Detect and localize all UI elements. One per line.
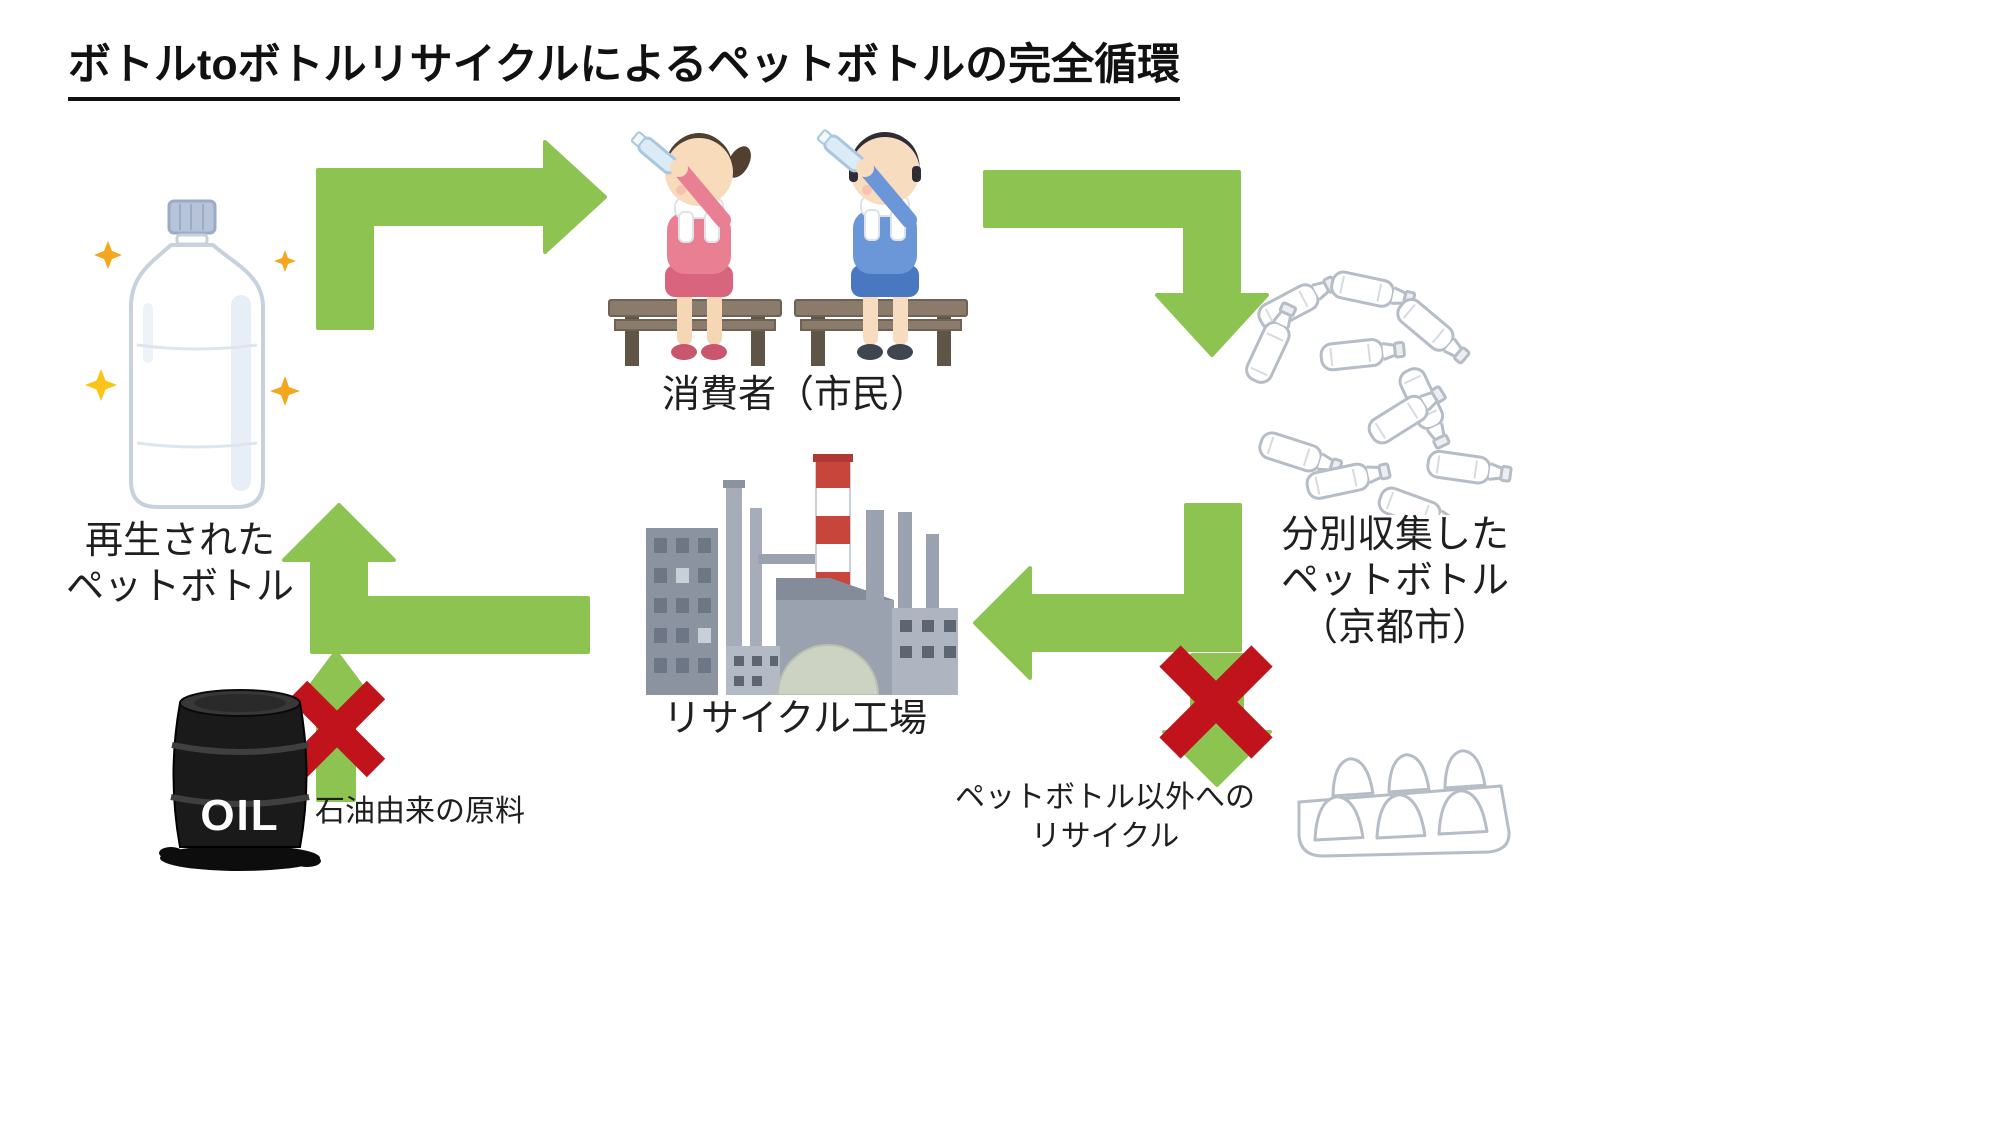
consumers-label: 消費者（市民） xyxy=(661,374,928,416)
pet-bottle-illustration xyxy=(85,199,300,509)
egg-carton-illustration xyxy=(1297,749,1511,858)
person-woman-drinking xyxy=(630,131,751,360)
factory-illustration xyxy=(646,454,958,695)
factory-windows xyxy=(654,538,711,673)
diagram-title: ボトルtoボトルリサイクルによるペットボトルの完全循環 xyxy=(68,30,1181,101)
oil-puddle xyxy=(160,845,320,871)
egg-carton-cup xyxy=(1443,749,1487,790)
prohibition-cross-oil-icon xyxy=(288,680,386,778)
oil-barrel-illustration: OIL xyxy=(159,689,321,871)
prohibition-cross-other-recycling-icon xyxy=(1159,645,1273,759)
factory-front-building xyxy=(726,646,780,695)
oil-label: 石油由来の原料 xyxy=(315,795,525,828)
sparkle-icon xyxy=(94,241,122,269)
bench xyxy=(794,299,968,366)
bench xyxy=(608,299,782,366)
oil-barrel-body xyxy=(172,702,308,848)
collected-bottles-label: 分別収集した ペットボトル （京都市） xyxy=(1280,514,1509,649)
factory-tower xyxy=(726,486,742,695)
factory-windows xyxy=(900,620,956,658)
sparkle-icon xyxy=(274,250,296,272)
bottle-body xyxy=(129,243,265,509)
sparkle-icon xyxy=(270,376,300,406)
arrow-recycled-to-consumers xyxy=(316,140,607,330)
egg-carton-cup xyxy=(1313,795,1365,842)
egg-carton-cup xyxy=(1387,753,1431,794)
bottle-pile-illustration xyxy=(1241,268,1514,515)
bottle-indent-line xyxy=(136,343,258,351)
factory-chimney xyxy=(898,512,912,608)
person-man-drinking xyxy=(816,129,921,360)
factory-chimney xyxy=(926,534,939,608)
egg-carton-cup xyxy=(1331,757,1375,798)
recycled-bottle-label: 再生された ペットボトル xyxy=(65,520,294,609)
consumers-illustration xyxy=(608,129,968,366)
arrow-collected-to-factory xyxy=(973,503,1242,680)
bottle-cap-ridges xyxy=(179,204,204,230)
other-recycling-label: ペットボトル以外への リサイクル xyxy=(955,781,1255,853)
water-bottle-icon xyxy=(816,129,865,173)
bottle-shading xyxy=(231,295,251,491)
factory-label: リサイクル工場 xyxy=(662,698,928,740)
sparkle-icon xyxy=(85,369,117,401)
arrow-factory-to-recycled xyxy=(282,503,590,654)
arrow-consumers-to-collected xyxy=(983,170,1269,357)
bottle-indent-line xyxy=(136,441,258,449)
egg-carton-cup xyxy=(1375,793,1427,840)
egg-carton-cup xyxy=(1437,789,1489,836)
bottle-highlight xyxy=(143,303,153,363)
bottle-neck-ring xyxy=(175,233,209,246)
factory-dome-tank xyxy=(776,644,880,695)
oil-barrel-text: OIL xyxy=(200,791,279,840)
factory-chimney xyxy=(866,510,884,600)
